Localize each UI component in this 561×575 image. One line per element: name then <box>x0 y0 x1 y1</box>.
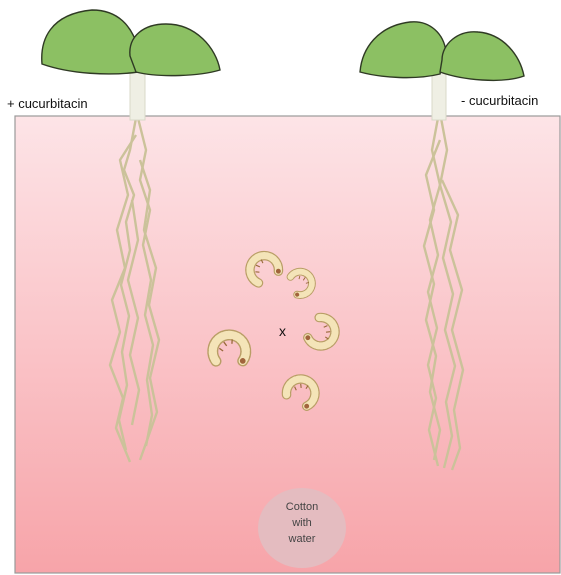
cotton-label: Cotton with water <box>258 499 346 547</box>
leaf-left-2 <box>130 24 220 76</box>
center-x-marker: x <box>279 323 286 339</box>
cotton-label-line2: with <box>258 515 346 531</box>
leaf-right-2 <box>440 32 524 81</box>
leaf-left-1 <box>42 10 138 74</box>
cotton-label-line1: Cotton <box>258 499 346 515</box>
stem-right <box>432 72 446 120</box>
plant-left-label: + cucurbitacin <box>7 96 88 111</box>
leaf-right-1 <box>360 22 446 78</box>
plant-right-label: - cucurbitacin <box>461 93 538 108</box>
stem-left <box>130 68 145 120</box>
cotton-label-line3: water <box>258 531 346 547</box>
